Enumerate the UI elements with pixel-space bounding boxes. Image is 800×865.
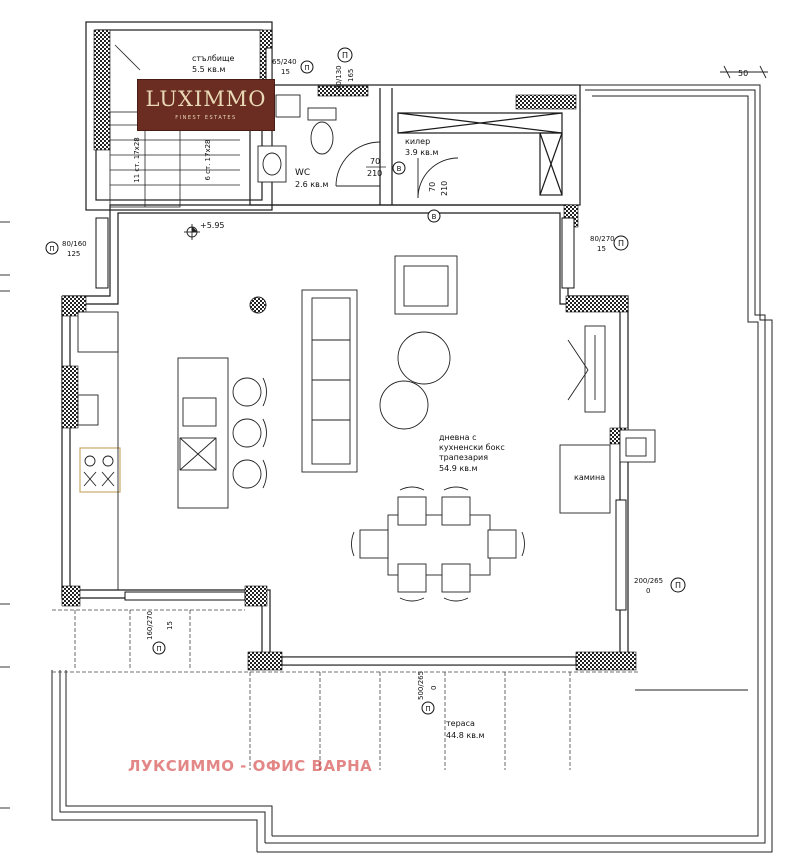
wc-fixtures xyxy=(257,94,337,183)
wc-door-width: 70 xyxy=(370,157,380,166)
scale-ticks xyxy=(0,65,768,809)
scale-label: 50 xyxy=(738,69,748,78)
stair-flight-2: 6 ст. 17x28 xyxy=(204,139,212,180)
wc-area: 2.6 кв.м xyxy=(295,180,328,189)
o-left-sill: 125 xyxy=(67,250,80,258)
o-south-dim: 500/265 xyxy=(417,671,425,700)
opening-mark-circles xyxy=(45,47,686,715)
terrace-outline xyxy=(51,84,773,853)
fireplace-tv xyxy=(559,325,656,514)
mark-storage-door: В xyxy=(432,213,437,221)
o-east-sill: 0 xyxy=(646,587,650,595)
storage-door-width: 70 xyxy=(428,182,437,192)
stairs-area: 5.5 кв.м xyxy=(192,65,225,74)
storage-name: килер xyxy=(405,137,430,146)
mark-bottomleft-window: П xyxy=(156,645,161,653)
mark-east-window: П xyxy=(675,581,681,590)
living-name-line1: дневна с xyxy=(439,433,476,442)
o-bottomleft-dim: 160/270 xyxy=(146,611,154,640)
o-stair-dim: 65/240 xyxy=(272,58,297,66)
o-wc-sill: 165 xyxy=(347,69,355,82)
o-bottomleft-sill: 15 xyxy=(166,621,174,630)
terrace-name: тераса xyxy=(446,719,475,728)
stair-flight-1: 11 ст. 17x28 xyxy=(133,137,141,182)
wc-door-height: 210 xyxy=(367,169,382,178)
o-south-sill: 0 xyxy=(430,686,438,690)
o-left-dim: 80/160 xyxy=(62,240,87,248)
mark-stair-window: П xyxy=(304,64,309,72)
living-name-line3: трапезария xyxy=(439,453,488,462)
level-marker-icon xyxy=(184,224,200,240)
o-right-sill: 15 xyxy=(597,245,606,253)
mark-left-window: П xyxy=(49,245,54,253)
level-label: +5.95 xyxy=(200,221,225,230)
stairs-name: стълбище xyxy=(192,54,234,63)
logo-tagline: FINEST ESTATES xyxy=(175,115,237,121)
dining-set xyxy=(351,486,525,602)
mark-wc-window: П xyxy=(342,51,348,60)
mark-wc-door: В xyxy=(397,165,402,173)
watermark-text: ЛУКСИММО - ОФИС ВАРНА xyxy=(128,757,373,775)
luximmo-logo: LUXIMMO FINEST ESTATES xyxy=(137,79,275,131)
living-area: 54.9 кв.м xyxy=(439,464,477,473)
kitchen-counter xyxy=(77,311,121,590)
o-wc-dim: 80/130 xyxy=(335,65,343,90)
terrace-area: 44.8 кв.м xyxy=(446,731,484,740)
o-east-dim: 200/265 xyxy=(634,577,663,585)
storage-area: 3.9 кв.м xyxy=(405,148,438,157)
o-stair-sill: 15 xyxy=(281,68,290,76)
mark-south-window: П xyxy=(425,705,430,713)
logo-name: LUXIMMO xyxy=(145,87,267,111)
kitchen-island xyxy=(177,296,267,509)
living-name-line2: кухненски бокс xyxy=(439,443,505,452)
fireplace-label: камина xyxy=(574,473,605,482)
wc-name: WC xyxy=(295,168,310,178)
storage-door-height: 210 xyxy=(440,181,449,196)
mark-right-window: П xyxy=(618,239,624,248)
door-swings xyxy=(335,141,459,199)
terrace-grid xyxy=(52,609,640,770)
o-right-dim: 80/270 xyxy=(590,235,615,243)
windows xyxy=(95,47,627,666)
living-furniture xyxy=(301,255,458,473)
